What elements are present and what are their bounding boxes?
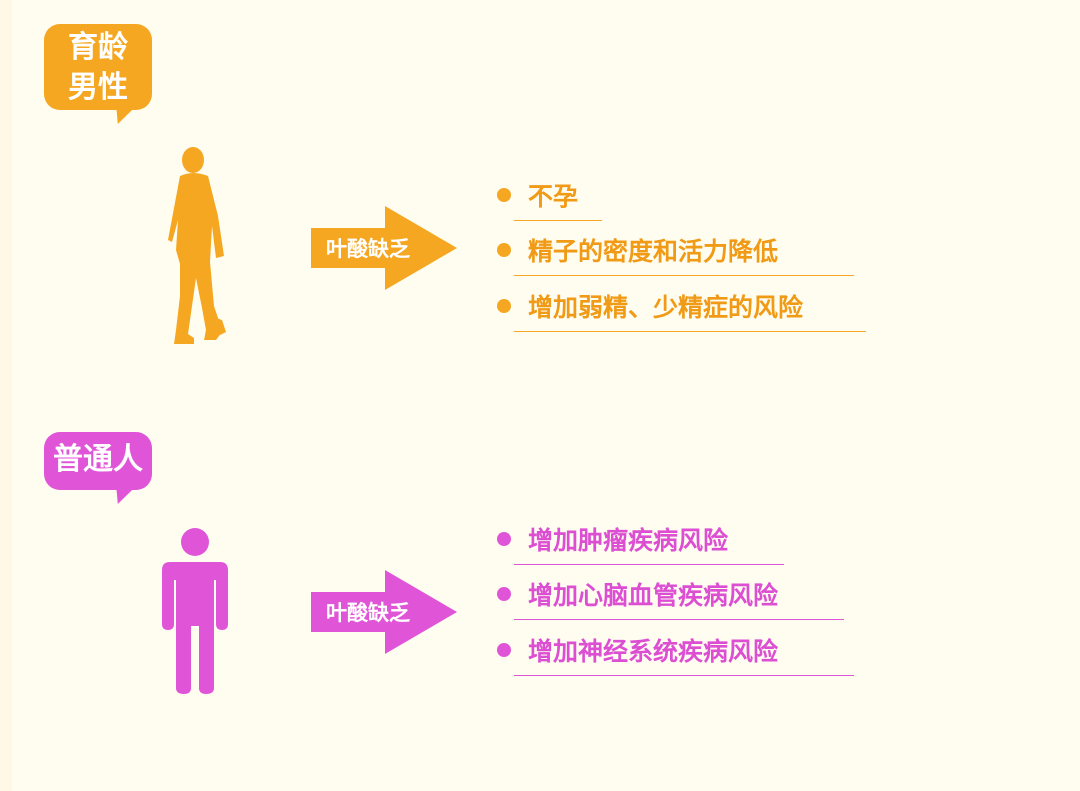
male-effect-text: 不孕 [528, 182, 579, 211]
person-effect-item: 增加肿瘤疾病风险 [497, 521, 784, 565]
underline-divider [514, 275, 854, 276]
male-effect-text: 精子的密度和活力降低 [528, 237, 779, 266]
arrow-right-icon [311, 570, 457, 654]
male-label-line1: 育龄 [68, 30, 128, 65]
male-label-bubble: 育龄 男性 [44, 24, 152, 110]
underline-divider [514, 564, 784, 565]
male-effect-item: 不孕 [497, 177, 602, 221]
bullet-dot [497, 643, 511, 657]
male-label-line2: 男性 [68, 70, 128, 105]
underline-divider [514, 331, 866, 332]
person-effect-item: 增加心脑血管疾病风险 [497, 576, 844, 620]
bullet-dot [497, 188, 511, 202]
person-effect-text: 增加肿瘤疾病风险 [528, 526, 729, 555]
person-effect-item: 增加神经系统疾病风险 [497, 632, 854, 676]
male-effect-item: 增加弱精、少精症的风险 [497, 288, 866, 332]
bullet-dot [497, 243, 511, 257]
bullet-dot [497, 299, 511, 313]
underline-divider [514, 220, 602, 221]
walking-man-silhouette-icon [168, 147, 226, 344]
male-effect-item: 精子的密度和活力降低 [497, 232, 854, 276]
background-strip [0, 0, 12, 791]
person-label-bubble: 普通人 [44, 432, 152, 490]
underline-divider [514, 675, 854, 676]
bullet-dot [497, 532, 511, 546]
male-arrow-label: 叶酸缺乏 [326, 237, 410, 261]
person-arrow-label: 叶酸缺乏 [326, 601, 410, 625]
bullet-dot [497, 587, 511, 601]
person-label: 普通人 [53, 442, 143, 477]
underline-divider [514, 619, 844, 620]
male-effect-text: 增加弱精、少精症的风险 [528, 293, 804, 322]
person-icon [162, 528, 228, 694]
person-effect-text: 增加神经系统疾病风险 [528, 637, 779, 666]
person-effect-text: 增加心脑血管疾病风险 [528, 581, 779, 610]
arrow-right-icon [311, 206, 457, 290]
